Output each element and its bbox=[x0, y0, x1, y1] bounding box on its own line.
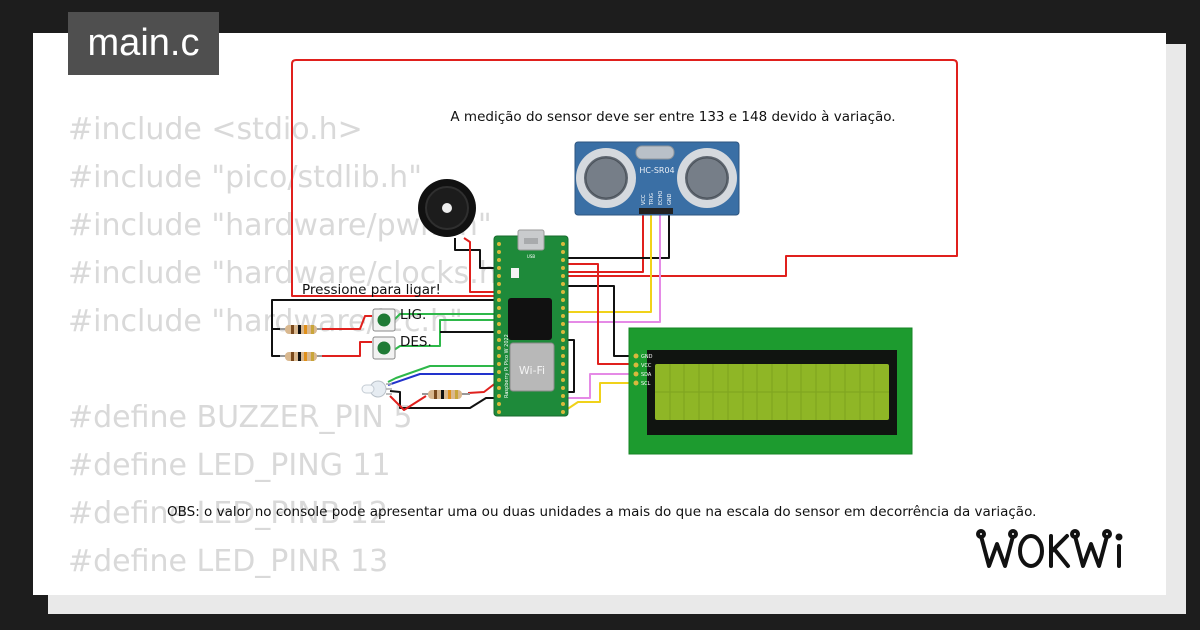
ultrasonic-sensor: HC-SR04 VCC TRIG ECHO GND bbox=[574, 141, 740, 216]
resistor bbox=[280, 325, 322, 334]
wire-black-sensor-gnd bbox=[565, 213, 670, 259]
code-line: #include <stdio.h> bbox=[68, 112, 363, 147]
pico-board: USB Wi-Fi Raspberry Pi Pico W 2022 bbox=[493, 229, 569, 417]
sensor-model-label: HC-SR04 bbox=[639, 166, 674, 175]
wire-red-lcd-vcc bbox=[565, 263, 636, 365]
code-line: #include "hardware/i2c.h" bbox=[68, 304, 463, 339]
wire-black-board-gnd bbox=[565, 339, 575, 393]
wire-red-led-res bbox=[389, 395, 427, 411]
sensor-pin-label: VCC bbox=[641, 194, 647, 205]
wire-pink-lcd-sda bbox=[565, 373, 636, 399]
board-wifi-label: Wi-Fi bbox=[519, 364, 545, 377]
wire-red-sensor-vcc bbox=[565, 213, 644, 273]
wire-red-btn-a bbox=[300, 315, 372, 330]
wokwi-logo bbox=[976, 529, 1123, 568]
code-line: #define LED_PING 11 bbox=[68, 448, 391, 483]
lcd-display: GND VCC SDA SCL bbox=[628, 327, 913, 455]
press-note-text: Pressione para ligar! bbox=[302, 282, 441, 298]
code-line: #include "pico/stdlib.h" bbox=[68, 160, 422, 195]
wire-pink-echo bbox=[565, 213, 661, 323]
wire-yellow-trig bbox=[565, 213, 652, 313]
button-des[interactable] bbox=[372, 336, 396, 360]
wire-yellow-lcd-scl bbox=[565, 382, 636, 411]
board-name-label: Raspberry Pi Pico W 2022 bbox=[504, 334, 510, 398]
lcd-pin-label: SDA bbox=[641, 372, 652, 378]
code-line: #define LED_PINB 12 bbox=[68, 496, 388, 531]
resistor bbox=[422, 390, 470, 399]
button-off-label: DES. bbox=[400, 334, 432, 350]
wire-red-loop bbox=[291, 59, 958, 297]
wire-black-led bbox=[389, 390, 497, 409]
lcd-pin-label: VCC bbox=[641, 363, 652, 369]
wire-red-btn-b bbox=[318, 341, 372, 357]
rgb-led bbox=[361, 380, 392, 398]
code-preview: #include <stdio.h> #include "pico/stdlib.… bbox=[68, 106, 512, 595]
button-on-label: LIG. bbox=[400, 307, 426, 323]
resistor bbox=[280, 352, 322, 361]
wire-black-buzzer bbox=[454, 238, 497, 269]
preview-card: #include <stdio.h> #include "pico/stdlib.… bbox=[33, 33, 1166, 595]
button-lig[interactable] bbox=[372, 308, 396, 332]
wire-green-led bbox=[387, 365, 497, 383]
code-line: #define BUZZER_PIN 5 bbox=[68, 400, 413, 435]
code-line: #define LED_PINR 13 bbox=[68, 544, 389, 579]
wire-blue-led bbox=[387, 373, 497, 386]
lcd-pin-label: GND bbox=[641, 354, 653, 360]
sensor-pin-label: ECHO bbox=[658, 191, 664, 205]
buzzer bbox=[418, 179, 476, 237]
wire-black-lcd-gnd bbox=[565, 285, 636, 357]
sensor-pin-label: TRIG bbox=[649, 193, 655, 206]
file-tab-main-c[interactable]: main.c bbox=[68, 12, 219, 75]
lcd-pin-label: SCL bbox=[641, 381, 651, 387]
wire-red-led bbox=[467, 381, 498, 394]
sensor-pin-label: GND bbox=[667, 193, 673, 205]
wire-red-buzzer bbox=[463, 237, 497, 293]
code-line: #define TRIG_PIN 27 bbox=[68, 586, 512, 595]
code-line: #include "hardware/clocks.h" bbox=[68, 256, 512, 291]
board-usb-label: USB bbox=[527, 254, 535, 259]
sensor-note-text: A medição do sensor deve ser entre 133 e… bbox=[450, 109, 895, 125]
obs-note-text: OBS: o valor no console pode apresentar … bbox=[167, 504, 1036, 520]
